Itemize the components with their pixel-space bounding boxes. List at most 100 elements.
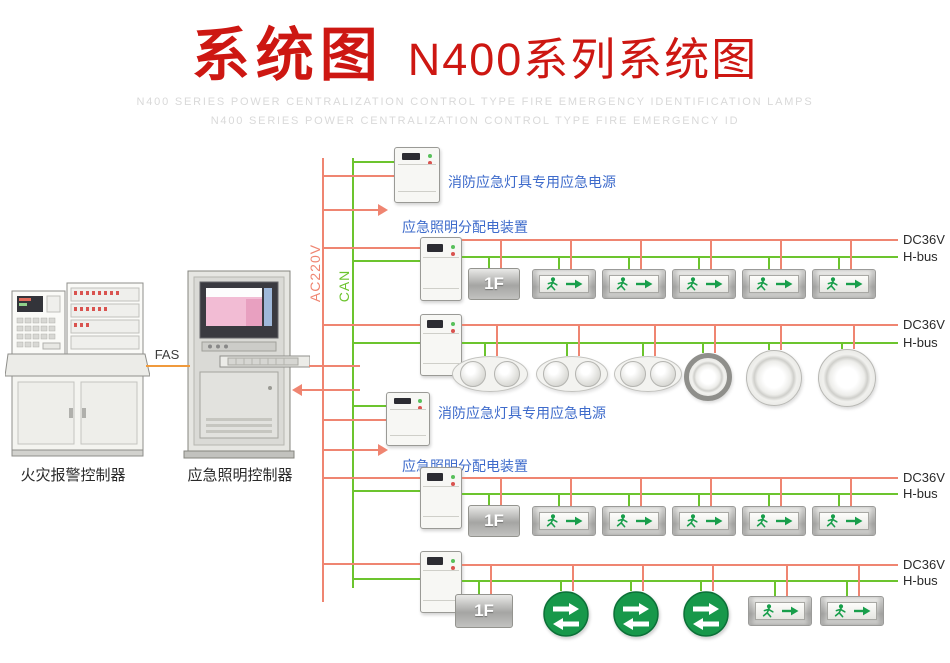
twin-downlight [614, 356, 682, 392]
fas-line [146, 365, 190, 367]
floor-indicator-sign: 1F [455, 594, 513, 628]
dc36v-drop-line [850, 239, 852, 269]
dc36v-bus-line [462, 564, 898, 566]
exit-pictogram-icon [609, 275, 659, 293]
exit-sign [602, 269, 666, 299]
dc36v-drop-line [780, 324, 782, 350]
hbus-label: H-bus [903, 249, 938, 264]
hbus-drop-line [838, 256, 840, 269]
dc36v-drop-line [490, 564, 492, 594]
flow-arrow-right-icon [378, 444, 388, 456]
exit-sign [532, 269, 596, 299]
hbus-drop-line [558, 256, 560, 269]
downlight [818, 349, 876, 407]
exit-sign [820, 596, 884, 626]
ac220v-feed-line [323, 247, 420, 249]
hbus-bus-line [462, 493, 898, 495]
device-led [418, 398, 423, 403]
exit-sign [672, 269, 736, 299]
hbus-drop-line [628, 493, 630, 506]
dc36v-bus-line [462, 324, 898, 326]
dc36v-bus-line [462, 477, 898, 479]
dc36v-drop-line [578, 324, 580, 356]
dc36v-drop-line [640, 477, 642, 506]
dc36v-drop-line [570, 239, 572, 269]
fire-alarm-controller-graphic [5, 282, 150, 457]
dc36v-drop-line [572, 564, 574, 591]
ac220v-label: AC220V [307, 243, 323, 303]
can-feed-line [353, 405, 386, 407]
exit-pictogram-icon [539, 512, 589, 530]
can-bus-line [352, 158, 354, 588]
hbus-drop-line [642, 342, 644, 356]
exit-sign [812, 269, 876, 299]
hbus-label: H-bus [903, 573, 938, 588]
hbus-drop-line [700, 580, 702, 591]
exit-pictogram-icon [749, 512, 799, 530]
exit-pictogram-icon [539, 275, 589, 293]
twin-downlight [536, 356, 608, 392]
device-display [427, 243, 444, 252]
dc36v-drop-line [710, 239, 712, 269]
can-feed-line [353, 490, 420, 492]
hbus-bus-line [462, 580, 898, 582]
hbus-drop-line [560, 580, 562, 591]
dc36v-drop-line [712, 564, 714, 591]
floor-label: 1F [474, 601, 494, 620]
exit-pictogram-icon [819, 512, 869, 530]
dc36v-drop-line [850, 477, 852, 506]
ac220v-feed-line [323, 477, 420, 479]
ac220v-bus-line [322, 158, 324, 602]
bidirectional-arrow-sign [543, 591, 589, 637]
exit-sign [602, 506, 666, 536]
lamp-head-icon [543, 361, 569, 387]
hbus-drop-line [774, 580, 776, 596]
dc36v-drop-line [570, 477, 572, 506]
dc36v-drop-line [858, 564, 860, 596]
hbus-label: H-bus [903, 486, 938, 501]
distribution-unit [420, 467, 462, 529]
can-feed-line [353, 260, 420, 262]
flow-line [323, 449, 380, 451]
device-display [402, 152, 420, 160]
can-label: CAN [336, 269, 352, 303]
dc36v-drop-line [500, 477, 502, 505]
power-supply-unit [386, 392, 430, 446]
hbus-drop-line [838, 493, 840, 506]
hbus-label: H-bus [903, 335, 938, 350]
power-supply-label: 消防应急灯具专用应急电源 [438, 405, 606, 421]
bidirectional-arrow-sign [683, 591, 729, 637]
can-feed-line [353, 342, 420, 344]
dc36v-drop-line [780, 239, 782, 269]
page-header: 系统图 N400系列系统图 N400 SERIES POWER CENTRALI… [0, 8, 950, 130]
dc36v-drop-line [500, 239, 502, 268]
exit-pictogram-icon [749, 275, 799, 293]
bidirectional-arrow-sign [613, 591, 659, 637]
exit-sign [742, 506, 806, 536]
emergency-lighting-controller-label: 应急照明控制器 [187, 467, 293, 484]
lamp-head-icon [650, 361, 677, 387]
dc36v-drop-line [714, 324, 716, 353]
emergency-lighting-controller-graphic [183, 270, 310, 459]
fire-alarm-controller-label: 火灾报警控制器 [20, 467, 126, 484]
ac220v-feed-line [323, 563, 420, 565]
dc36v-drop-line [654, 324, 656, 356]
flow-arrow-left-icon [292, 384, 302, 396]
flow-line [323, 209, 380, 211]
power-supply-unit [394, 147, 440, 203]
floor-indicator-sign: 1F [468, 505, 520, 537]
twin-downlight [452, 356, 528, 392]
ac220v-feed-line [323, 419, 386, 421]
dc36v-drop-line [642, 564, 644, 591]
exit-pictogram-icon [827, 602, 877, 620]
hbus-drop-line [698, 493, 700, 506]
can-feed-line [353, 578, 420, 580]
distribution-label: 应急照明分配电装置 [402, 219, 528, 235]
hbus-drop-line [698, 256, 700, 269]
dc36v-drop-line [780, 477, 782, 506]
dc36v-drop-line [640, 239, 642, 269]
hbus-drop-line [488, 493, 490, 505]
hbus-drop-line [702, 342, 704, 353]
exit-pictogram-icon [755, 602, 805, 620]
